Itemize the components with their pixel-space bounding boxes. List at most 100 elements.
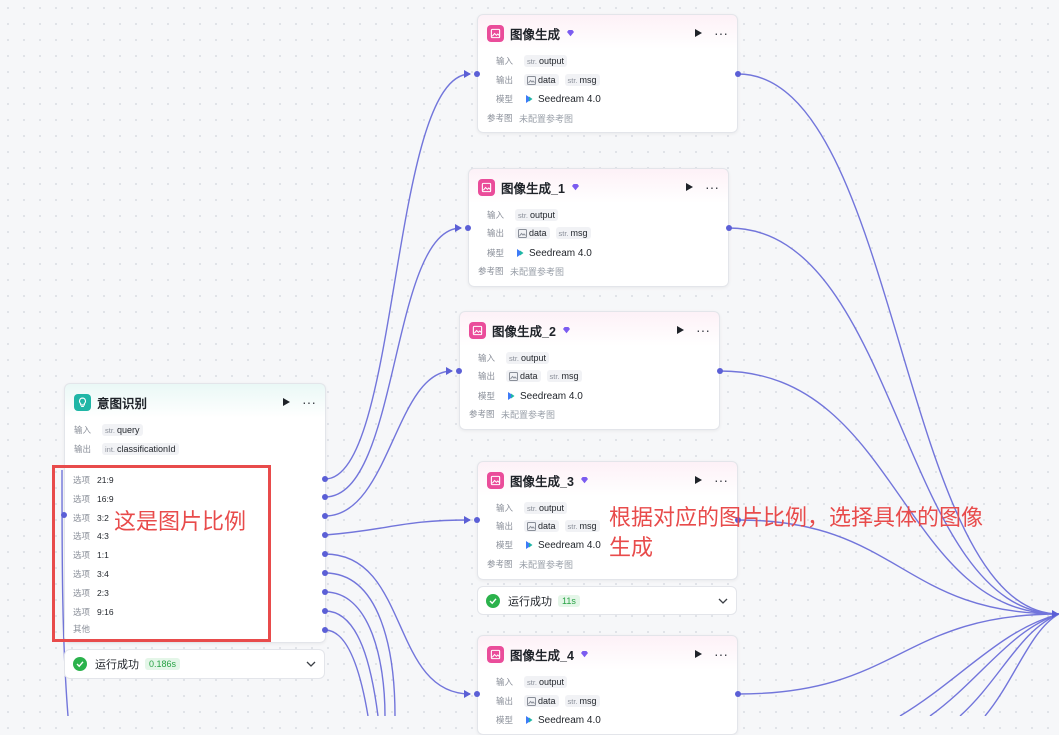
seedream-logo-icon xyxy=(524,94,534,104)
output-port[interactable] xyxy=(735,691,741,697)
input-chip: str.query xyxy=(102,424,143,436)
check-circle-icon xyxy=(73,657,87,671)
input-label: 输入 xyxy=(487,210,505,220)
image-icon xyxy=(518,228,527,238)
chevron-down-icon[interactable] xyxy=(718,598,728,604)
edge-opt2-node1 xyxy=(324,227,462,498)
image-icon xyxy=(527,75,536,85)
model-value: Seedream 4.0 xyxy=(515,248,592,259)
diamond-icon xyxy=(566,29,575,37)
run-status-bar[interactable]: 运行成功 0.186s xyxy=(64,649,325,679)
output-msg-chip: str.msg xyxy=(546,370,582,382)
more-icon[interactable]: ··· xyxy=(714,472,728,488)
diamond-icon xyxy=(571,183,580,191)
input-label: 输入 xyxy=(74,425,92,435)
more-icon[interactable]: ··· xyxy=(714,25,728,41)
option-port[interactable] xyxy=(322,494,328,500)
node-title: 图像生成_1 xyxy=(501,181,565,196)
edge-opt5-node4 xyxy=(324,553,471,695)
input-label: 输入 xyxy=(478,353,496,363)
output-label: 输出 xyxy=(487,228,505,238)
output-label: 输出 xyxy=(74,444,92,454)
run-status-bar[interactable]: 运行成功 11s xyxy=(477,586,737,615)
option-port[interactable] xyxy=(322,513,328,519)
ref-value: 未配置参考图 xyxy=(519,559,574,570)
edge-opt8 xyxy=(324,610,379,716)
play-icon[interactable] xyxy=(692,474,704,486)
diamond-icon xyxy=(580,476,589,484)
option-port[interactable] xyxy=(322,589,328,595)
option-port[interactable] xyxy=(322,476,328,482)
arrowhead xyxy=(455,224,462,232)
annotation-line: 根据对应的图片比例，选择具体的图像 xyxy=(609,505,984,530)
arrowhead xyxy=(464,690,471,698)
chevron-down-icon[interactable] xyxy=(306,661,316,667)
input-port[interactable] xyxy=(474,517,480,523)
model-label: 模型 xyxy=(478,391,496,401)
highlight-box xyxy=(52,465,271,642)
input-port[interactable] xyxy=(61,512,67,518)
output-chip: int.classificationId xyxy=(102,443,179,455)
output-label: 输出 xyxy=(496,75,514,85)
option-port[interactable] xyxy=(322,570,328,576)
status-time-badge: 11s xyxy=(558,594,580,607)
play-icon[interactable] xyxy=(280,396,292,408)
output-data-chip: data xyxy=(524,520,559,532)
diamond-icon xyxy=(562,326,571,334)
edge-opt9 xyxy=(324,629,369,716)
model-value: Seedream 4.0 xyxy=(524,94,601,105)
ref-label: 参考图 xyxy=(487,559,513,569)
input-port[interactable] xyxy=(474,691,480,697)
option-row-other: 其他 xyxy=(73,624,91,634)
input-port[interactable] xyxy=(465,225,471,231)
output-msg-chip: str.msg xyxy=(564,695,600,707)
edge-opt3-node2 xyxy=(324,370,453,517)
output-port[interactable] xyxy=(735,517,741,523)
seedream-logo-icon xyxy=(524,540,534,550)
edge-merge-c xyxy=(959,613,1059,716)
input-label: 输入 xyxy=(496,56,514,66)
more-icon[interactable]: ··· xyxy=(696,322,710,338)
option-port[interactable] xyxy=(322,551,328,557)
play-icon[interactable] xyxy=(692,648,704,660)
input-port[interactable] xyxy=(456,368,462,374)
option-port[interactable] xyxy=(322,532,328,538)
input-chip: str.output xyxy=(515,209,559,221)
node-title: 图像生成 xyxy=(510,27,561,42)
annotation-select-note: 根据对应的图片比例，选择具体的图像 生成 xyxy=(609,503,1049,563)
option-port[interactable] xyxy=(322,627,328,633)
edge-opt4-node3 xyxy=(324,519,471,536)
input-port[interactable] xyxy=(474,71,480,77)
output-msg-chip: str.msg xyxy=(564,74,600,86)
output-port[interactable] xyxy=(735,71,741,77)
output-label: 输出 xyxy=(496,696,514,706)
output-data-chip: data xyxy=(515,227,550,239)
more-icon[interactable]: ··· xyxy=(705,179,719,195)
edge-opt1-node0 xyxy=(324,73,471,480)
play-icon[interactable] xyxy=(683,181,695,193)
more-icon[interactable]: ··· xyxy=(714,646,728,662)
intent-node[interactable]: 意图识别 ··· 输入 str.query 输出 int.classificat… xyxy=(64,383,326,643)
play-icon[interactable] xyxy=(674,324,686,336)
output-port[interactable] xyxy=(726,225,732,231)
edge-opt7 xyxy=(324,591,386,716)
option-port[interactable] xyxy=(322,608,328,614)
edge-node4-out xyxy=(737,613,1059,695)
edge-merge-d xyxy=(984,613,1059,716)
ref-label: 参考图 xyxy=(478,266,504,276)
ref-value: 未配置参考图 xyxy=(519,113,574,124)
check-circle-icon xyxy=(486,593,500,608)
output-data-chip: data xyxy=(506,370,541,382)
play-icon[interactable] xyxy=(692,27,704,39)
output-data-chip: data xyxy=(524,74,559,86)
output-port[interactable] xyxy=(717,368,723,374)
image-icon xyxy=(469,321,486,339)
image-icon xyxy=(478,178,495,196)
more-icon[interactable]: ··· xyxy=(302,394,316,410)
